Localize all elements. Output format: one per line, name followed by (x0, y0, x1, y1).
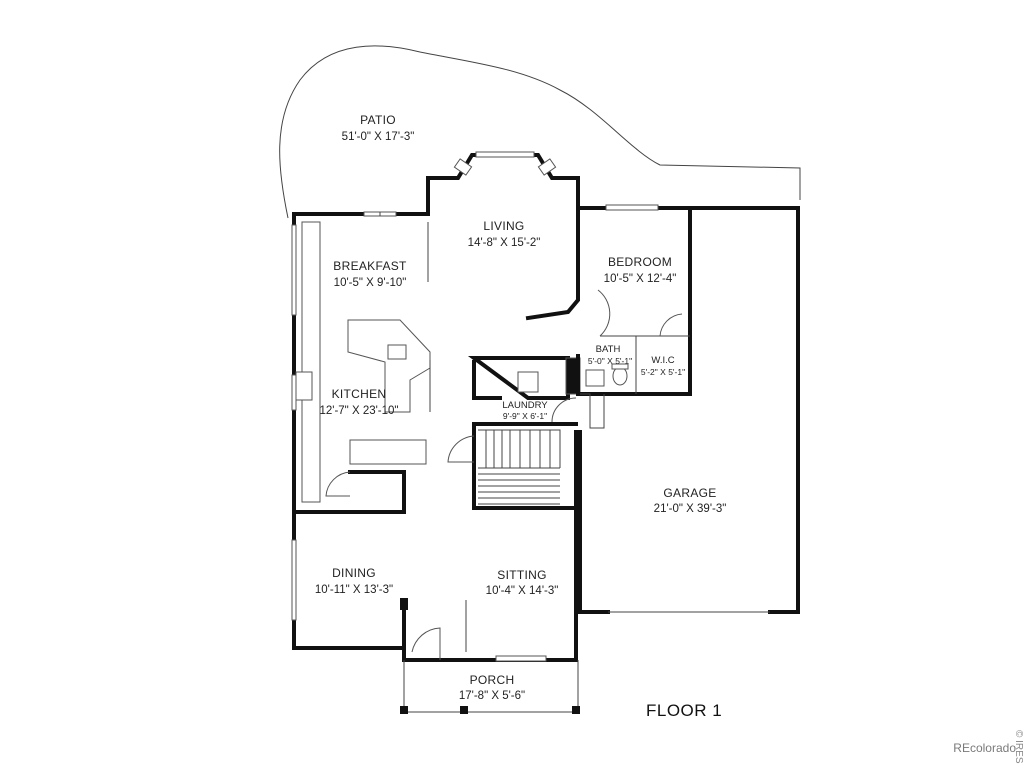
garage-label: GARAGE (663, 486, 716, 500)
kitchen-dims: 12'-7" X 23'-10" (319, 405, 398, 417)
ires-watermark: © IRES (1013, 730, 1024, 764)
kitchen-counters (295, 221, 431, 503)
brand-watermark: REcolorado (953, 741, 1016, 755)
breakfast-dims: 10'-5" X 9'-10" (334, 277, 407, 289)
garage-dims: 21'-0" X 39'-3" (654, 503, 727, 515)
sitting-dims: 10'-4" X 14'-3" (486, 585, 559, 597)
dining-label: DINING (332, 566, 376, 580)
wic-label: W.I.C (651, 355, 674, 366)
laundry-dims: 9'-9" X 6'-1" (503, 411, 547, 421)
dining-sitting-walls (400, 598, 547, 662)
porch (400, 660, 580, 714)
patio-outline (279, 45, 801, 219)
porch-label: PORCH (470, 673, 515, 687)
living-dims: 14'-8" X 15'-2" (468, 237, 541, 249)
patio-dims: 51'-0" X 17'-3" (342, 131, 415, 143)
pantry (292, 470, 406, 514)
bath-dims: 5'-0" X 5'-1" (588, 356, 632, 366)
porch-dims: 17'-8" X 5'-6" (459, 690, 525, 702)
bedroom-label: BEDROOM (608, 255, 672, 269)
bedroom-suite (576, 204, 692, 396)
living-bay-window (426, 151, 580, 216)
living-label: LIVING (483, 219, 524, 233)
kitchen-label: KITCHEN (332, 387, 387, 401)
dining-dims: 10'-11" X 13'-3" (315, 584, 393, 596)
laundry-label: LAUNDRY (502, 400, 548, 411)
wic-dims: 5'-2" X 5'-1" (641, 367, 685, 377)
stairs (447, 422, 578, 510)
bedroom-dims: 10'-5" X 12'-4" (604, 273, 677, 285)
patio-label: PATIO (360, 113, 396, 127)
garage (578, 206, 800, 614)
breakfast-patio-door (363, 211, 397, 217)
bath-label: BATH (596, 344, 621, 355)
sitting-label: SITTING (497, 568, 546, 582)
floor-label: FLOOR 1 (646, 701, 722, 720)
breakfast-label: BREAKFAST (333, 259, 407, 273)
left-windows (291, 224, 297, 621)
